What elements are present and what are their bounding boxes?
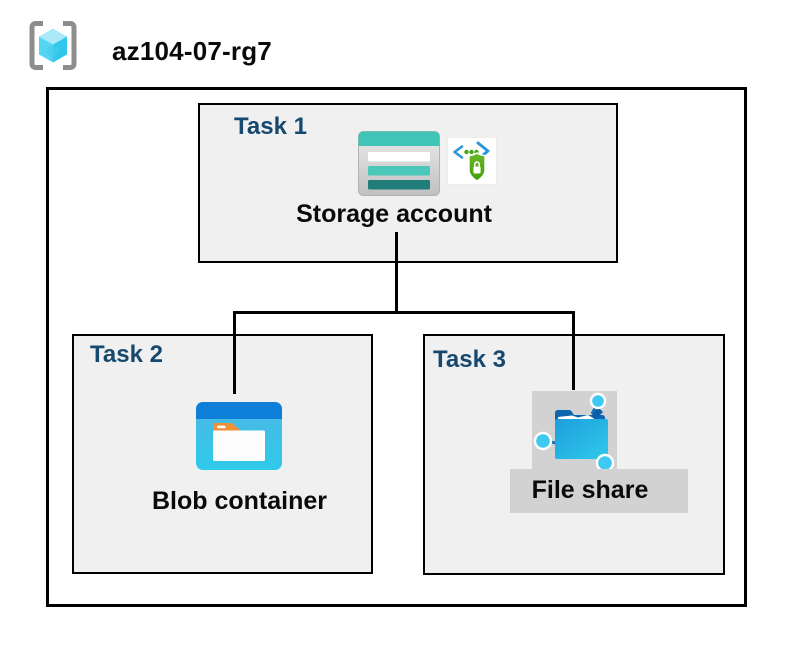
file-share-label: File share [531, 476, 649, 504]
task3-box: Task 3 File share [423, 334, 725, 575]
storage-security-icon [447, 137, 497, 185]
task1-label: Task 1 [234, 113, 307, 140]
connector-storage-trunk [395, 232, 398, 313]
storage-account-label: Storage account [296, 200, 492, 228]
connector-horizontal [233, 311, 575, 314]
file-share-icon-highlight [532, 391, 617, 471]
file-share-icon [533, 392, 615, 471]
file-share-label-highlight: File share [510, 469, 688, 513]
task1-box: Task 1 [198, 103, 618, 263]
storage-account-icon [358, 131, 440, 196]
connector-to-blob-container [233, 311, 236, 394]
resource-group-name: az104-07-rg7 [112, 36, 272, 66]
connector-to-file-share [572, 311, 575, 390]
task2-label: Task 2 [90, 341, 163, 368]
blob-container-icon [196, 402, 282, 470]
blob-container-label: Blob container [151, 487, 327, 515]
task3-label: Task 3 [433, 346, 506, 373]
task2-box: Task 2 Blob container [72, 334, 373, 574]
resource-group-icon [29, 21, 77, 70]
